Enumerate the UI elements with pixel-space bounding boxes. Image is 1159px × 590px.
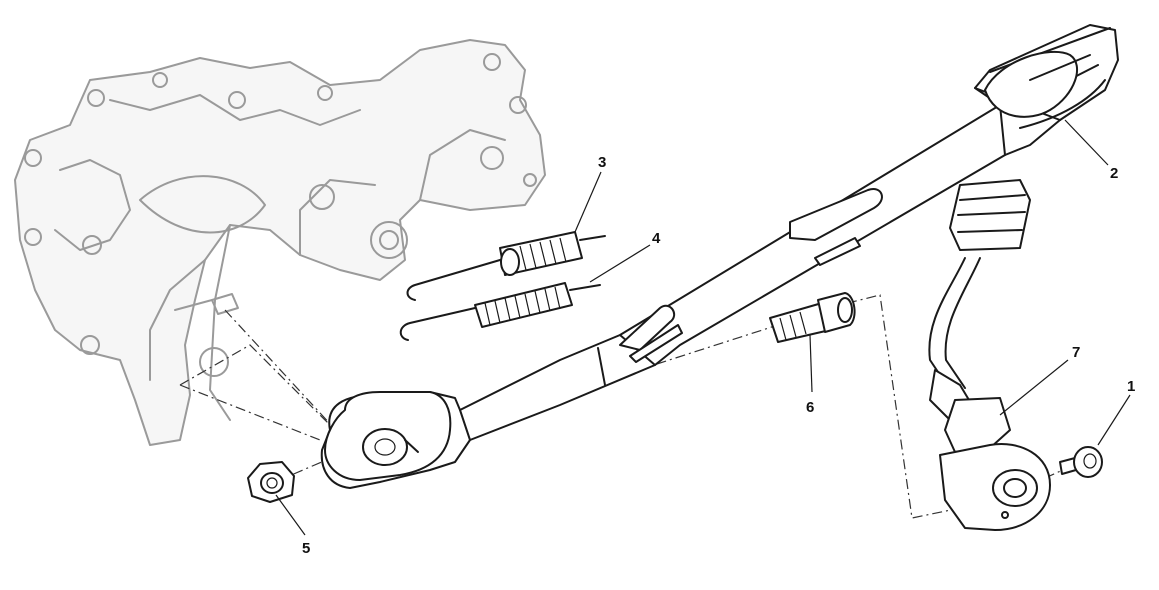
pivot-bolt — [769, 292, 856, 343]
side-stand-leg — [320, 24, 1119, 489]
callout-6: 6 — [806, 399, 814, 416]
callout-4: 4 — [652, 230, 661, 247]
leader-lines — [275, 119, 1131, 536]
callout-labels: 1 2 3 4 5 6 7 — [302, 154, 1135, 557]
spring-upper — [406, 231, 606, 301]
screw — [1059, 446, 1103, 478]
callout-7: 7 — [1072, 344, 1080, 361]
callout-5: 5 — [302, 540, 310, 557]
callout-1: 1 — [1127, 378, 1135, 395]
callout-2: 2 — [1110, 165, 1118, 182]
spring-lower — [399, 282, 601, 341]
frame-bracket — [14, 39, 546, 446]
callout-3: 3 — [598, 154, 606, 171]
side-stand-sensor — [928, 179, 1051, 531]
nut — [247, 461, 295, 503]
